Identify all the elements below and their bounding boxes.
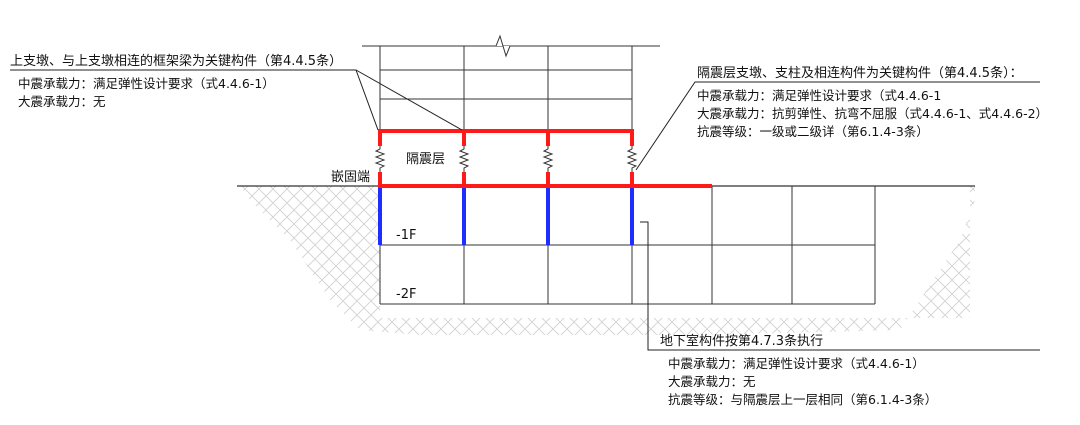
break-symbol — [488, 34, 518, 58]
basement-columns — [378, 188, 634, 245]
isolation-layer-label: 隔震层 — [406, 152, 445, 167]
annotation-title: 地下室构件按第4.7.3条执行 — [660, 333, 823, 349]
annotation-title: 上支墩、与上支墩相连的框架梁为关键构件（第4.4.5条） — [10, 53, 342, 69]
isolation-bearings — [374, 146, 638, 172]
annotation-line: 大震承载力：抗剪弹性、抗弯不屈服（式4.4.6-1、式4.4.6-2） — [697, 106, 1048, 121]
bearing-2 — [458, 146, 470, 172]
ground-hatch — [240, 186, 975, 335]
floor-b1-label: -1F — [396, 228, 416, 243]
isolation-frame — [378, 129, 712, 188]
annotation-line: 抗震等级：一级或二级详（第6.1.4-3条） — [697, 124, 929, 139]
leader-lines — [10, 69, 1040, 351]
annotation-line: 大震承载力：无 — [18, 94, 106, 109]
bearing-1 — [374, 146, 386, 172]
superstructure — [362, 45, 660, 131]
annotation-line: 中震承载力：满足弹性设计要求（式4.4.6-1 — [697, 88, 941, 103]
annotation-line: 大震承载力：无 — [668, 374, 756, 389]
annotation-basement: 地下室构件按第4.7.3条执行 中震承载力：满足弹性设计要求（式4.4.6-1）… — [660, 333, 937, 407]
bearing-3 — [542, 146, 554, 172]
annotation-isolation-support: 隔震层支墩、支柱及相连构件为关键构件（第4.4.5条）： 中震承载力：满足弹性设… — [697, 65, 1048, 139]
annotation-line: 中震承载力：满足弹性设计要求（式4.4.6-1） — [668, 356, 925, 371]
bearing-4 — [626, 146, 638, 172]
annotation-upper-pier: 上支墩、与上支墩相连的框架梁为关键构件（第4.4.5条） 中震承载力：满足弹性设… — [10, 53, 342, 109]
floor-b2-label: -2F — [396, 287, 416, 302]
annotation-line: 中震承载力：满足弹性设计要求（式4.4.6-1） — [18, 76, 275, 91]
annotation-title: 隔震层支墩、支柱及相连构件为关键构件（第4.4.5条）： — [697, 65, 1023, 81]
fixed-end-label: 嵌固端 — [331, 170, 370, 185]
annotation-line: 抗震等级：与隔震层上一层相同（第6.1.4-3条） — [668, 392, 937, 407]
